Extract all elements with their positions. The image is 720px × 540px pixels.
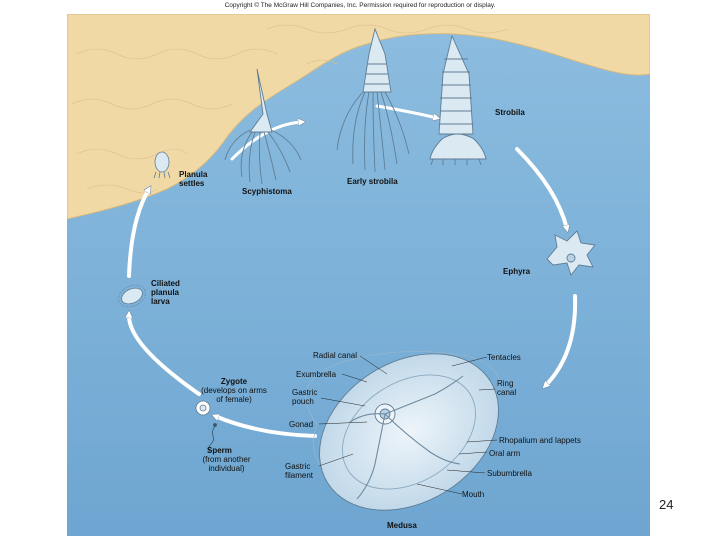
scyphistoma-polyp [224,68,302,185]
label-oral-arm: Oral arm [489,449,521,458]
label-planula-settles: Planula settles [179,170,208,188]
jellyfish-life-cycle-figure: Strobila Early strobila Scyphistoma Plan… [67,14,650,536]
arrow-ephyra-to-medusa [545,294,578,386]
label-gastric-filament: Gastric filament [285,462,314,480]
label-strobila: Strobila [495,108,525,117]
label-gastric-pouch: Gastric pouch [292,388,318,406]
label-sperm: Sperm [207,446,232,455]
ephyra [546,230,596,276]
arrow-early-strobila-to-strobila [375,104,437,118]
ciliated-planula-larva [118,284,146,308]
label-tentacles: Tentacles [487,353,521,362]
label-ring-canal: Ring canal [497,379,517,397]
label-zygote: Zygote [220,377,248,386]
label-ciliated-planula-larva: Ciliated planula larva [151,279,180,306]
early-strobila [336,27,410,173]
arrow-zygote-to-larva [129,314,201,396]
label-scyphistoma: Scyphistoma [242,187,292,196]
label-sperm-note: (from another individual) [202,455,251,473]
arrow-larva-to-planula [127,189,149,278]
strobila [429,34,487,166]
label-rhopalium-and-lappets: Rhopalium and lappets [499,436,581,445]
sperm [208,423,217,453]
cycle-arrows [127,104,578,438]
rock-substrate [67,14,650,220]
zygote [195,400,211,416]
rock-texture [71,24,508,194]
arrow-medusa-to-zygote [215,416,317,438]
label-mouth: Mouth [462,490,485,499]
copyright-notice: Copyright © The McGraw Hill Companies, I… [224,2,496,9]
label-early-strobila: Early strobila [347,177,398,186]
label-subumbrella: Subumbrella [487,469,532,478]
label-leader-lines [318,355,498,495]
label-medusa: Medusa [387,521,417,530]
page-number: 24 [659,497,674,512]
label-zygote-note: (develops on arms of female) [201,386,267,404]
life-cycle-illustration [67,14,650,536]
label-ephyra: Ephyra [503,267,531,276]
arrow-strobila-to-ephyra [515,147,567,229]
medusa [305,345,507,519]
planula-settled [153,151,171,179]
label-gonad: Gonad [289,420,314,429]
label-radial-canal: Radial canal [313,351,358,360]
label-exumbrella: Exumbrella [296,370,337,379]
